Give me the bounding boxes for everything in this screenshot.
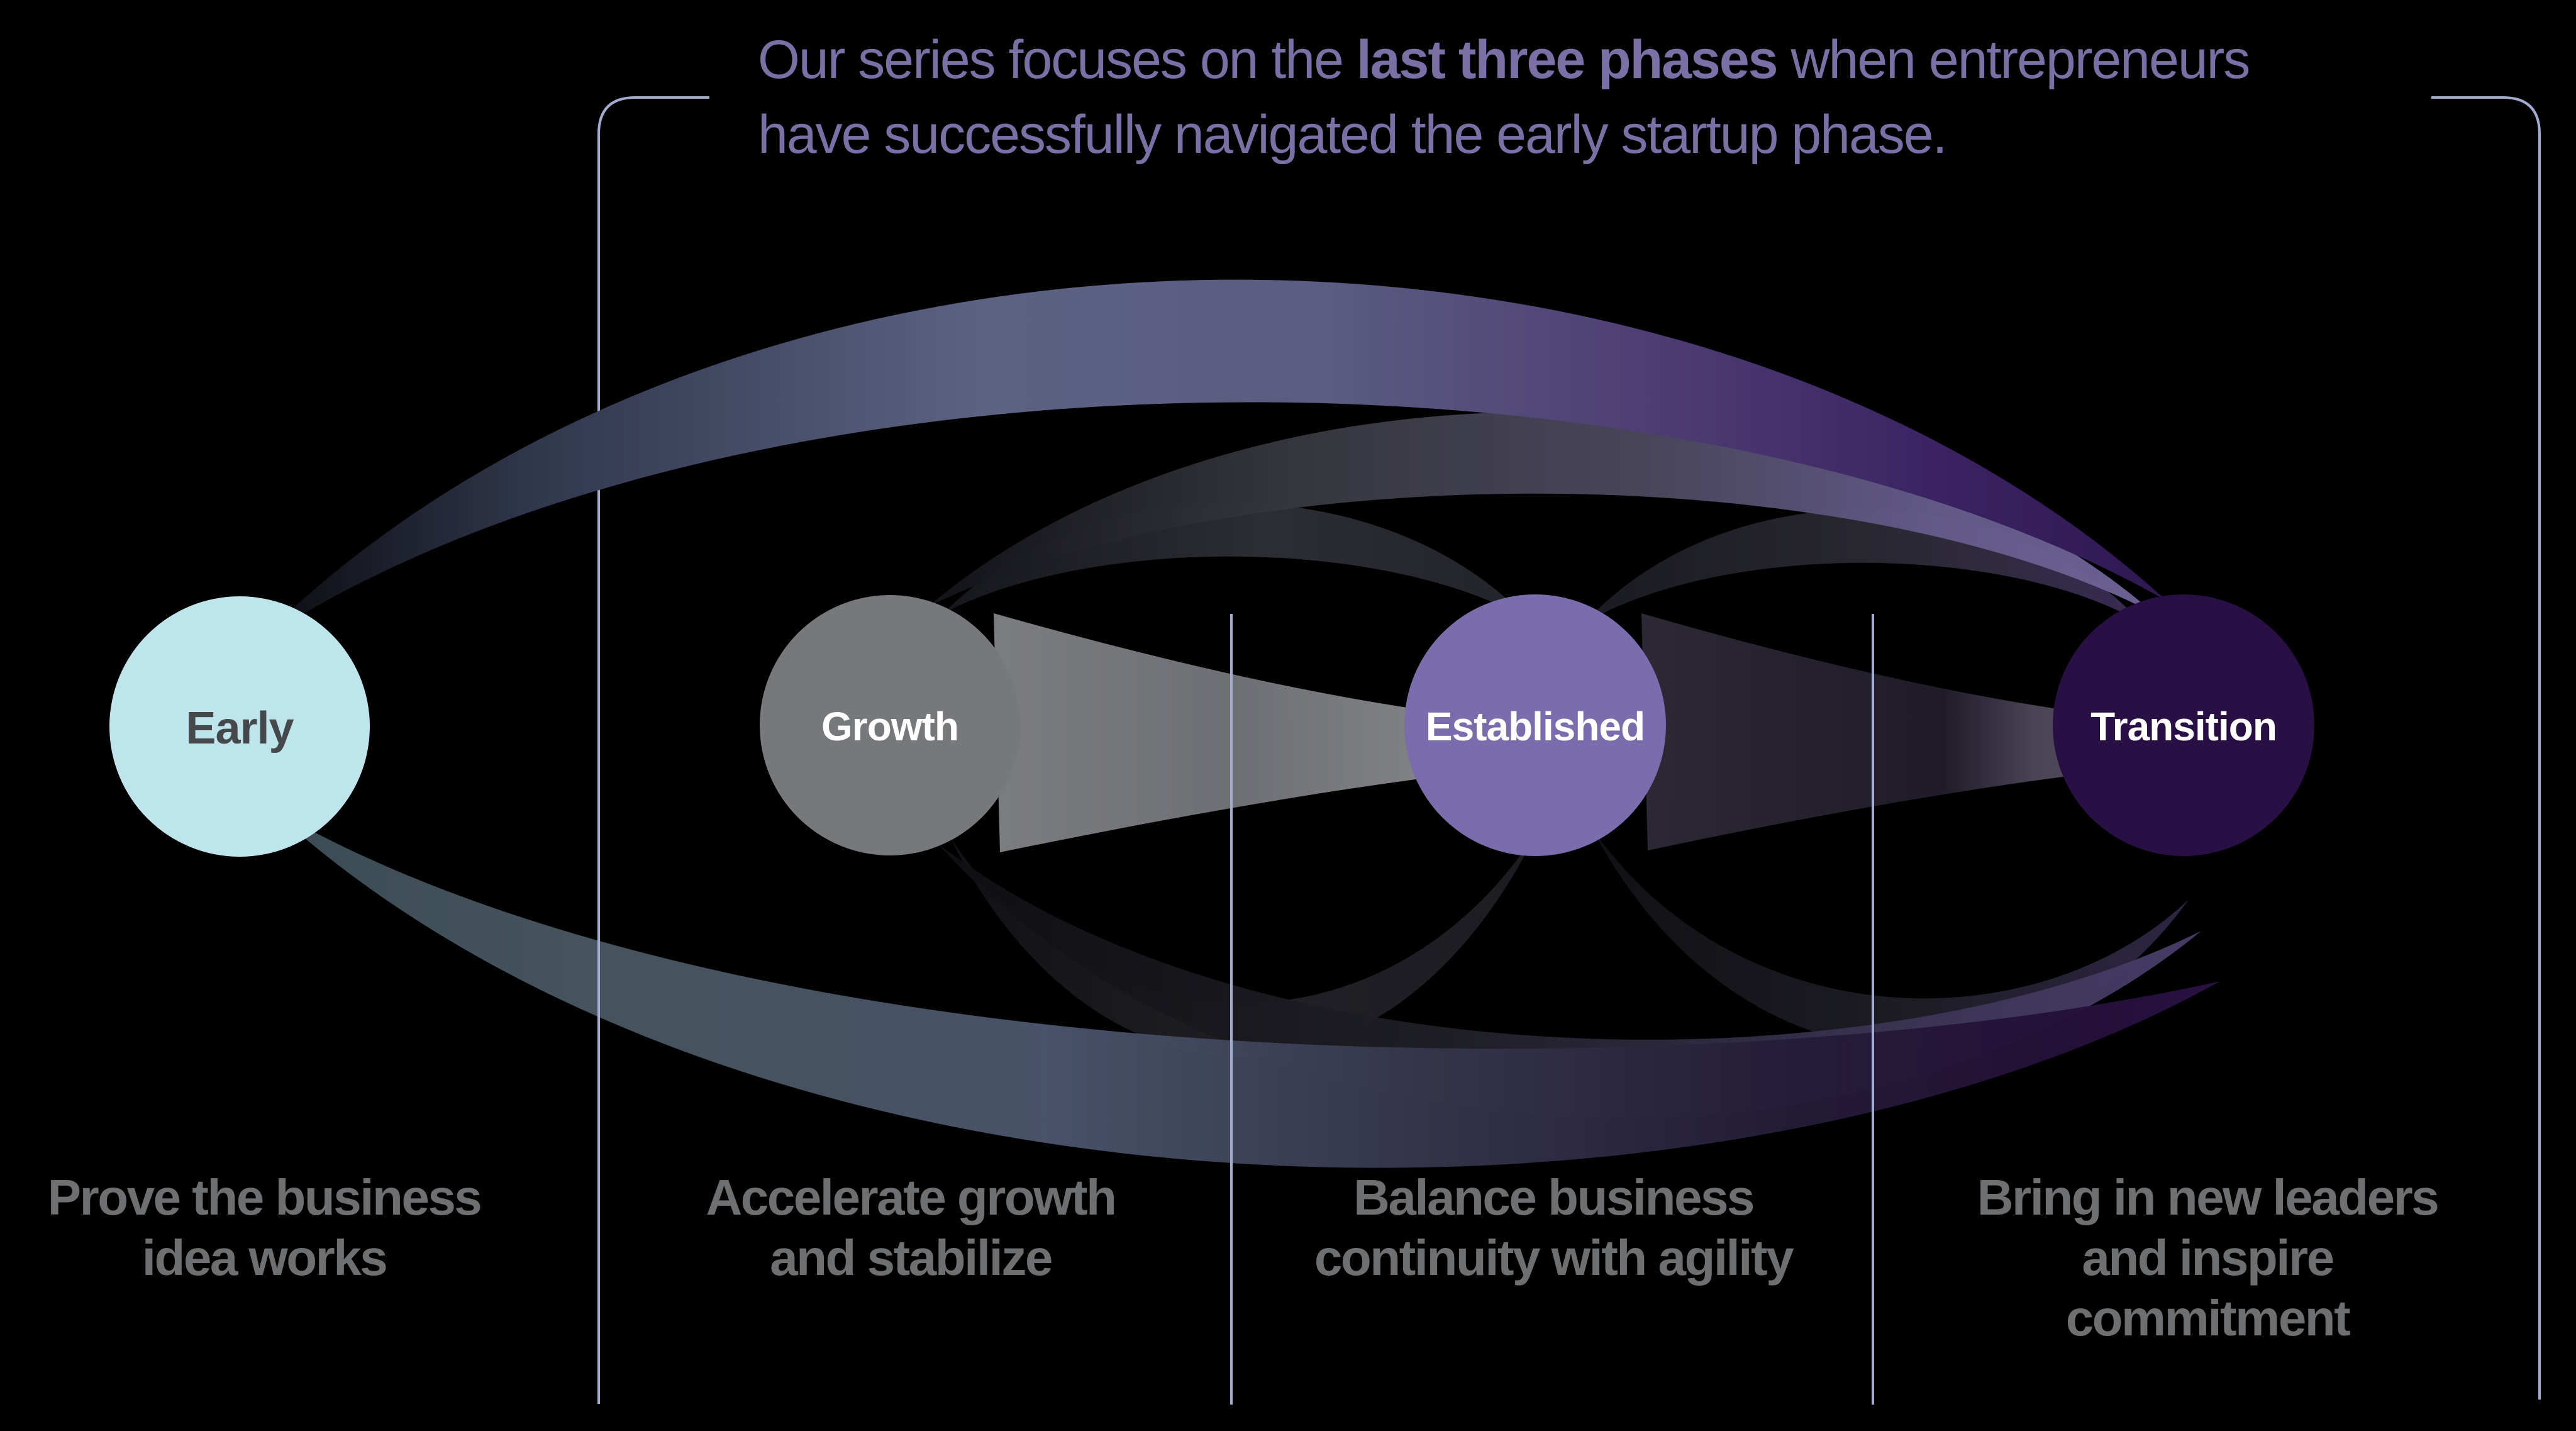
orbit-rings-bottom [270,808,2220,1168]
description-line: Prove the business [47,1169,482,1225]
ring-growth-established-bottom [950,830,1538,1057]
phase-label-established: Established [1425,704,1645,749]
phase-description-early: Prove the business idea works [0,1167,579,1288]
beam-established-to-transition [1641,613,2189,850]
frame-lines [597,96,2541,1405]
phase-circle-transition [2053,594,2314,856]
series-title-bold: last three phases [1356,30,1779,90]
series-title-line1: Our series focuses on the last three pha… [758,30,2250,90]
description-line: Balance business [1353,1169,1755,1225]
series-title-line2: have successfully navigated the early st… [758,104,1948,165]
phase-beams [994,613,2189,852]
beam-growth-to-established [994,613,1547,852]
bracket-left [597,96,709,1404]
phase-description-transition: Bring in new leaders and inspire commitm… [1893,1167,2522,1349]
description-line: idea works [142,1230,388,1286]
bracket-right [2431,96,2541,1400]
phase-circles [109,594,2314,857]
phase-circle-established [1404,594,1666,856]
phase-circle-early [109,596,370,857]
ring-early-transition-bottom [270,808,2220,1168]
description-line: Accelerate growth [706,1169,1117,1225]
description-line: Bring in new leaders [1977,1169,2440,1225]
orbit-rings-top [258,279,2167,642]
description-line: and stabilize [770,1230,1053,1286]
phase-label-early: Early [186,703,294,754]
ring-early-transition-top [258,279,2167,642]
phase-label-transition: Transition [2090,704,2277,749]
phase-description-established: Balance business continuity with agility [1239,1167,1868,1288]
description-line: continuity with agility [1314,1230,1794,1286]
phase-label-growth: Growth [821,704,959,749]
phase-circle-growth [760,595,1020,855]
description-line: and inspire [2082,1230,2334,1286]
description-line: commitment [2065,1290,2351,1346]
series-title: Our series focuses on the last three pha… [758,23,2250,172]
phase-description-growth: Accelerate growth and stabilize [596,1167,1225,1288]
